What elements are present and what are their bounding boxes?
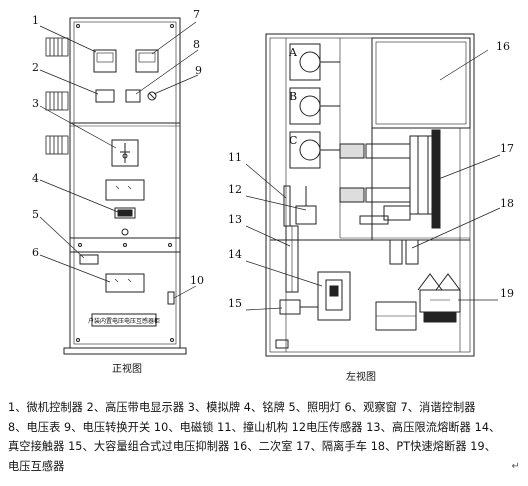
- callout-10: 10: [190, 274, 204, 287]
- callout-14: 14: [228, 248, 242, 261]
- legend-line-4-text: 电压互感器: [8, 459, 65, 473]
- legend-line-4: 电压互感器 ↵: [8, 457, 520, 477]
- legend: 1、微机控制器 2、高压带电显示器 3、模拟牌 4、铭牌 5、照明灯 6、观察窗…: [8, 398, 520, 476]
- front-rivet: [168, 243, 172, 247]
- front-cabinet-outline: [69, 17, 181, 349]
- front-rivet: [123, 243, 127, 247]
- callout-5: 5: [32, 208, 39, 221]
- secondary-compartment: [371, 37, 471, 129]
- callout-11: 11: [228, 151, 242, 164]
- side-callouts: 11 12 13 14 15 16 17 18 19: [228, 40, 514, 310]
- callout-15: 15: [228, 297, 242, 310]
- pt-fuse: [389, 239, 403, 265]
- callout-16: 16: [496, 40, 510, 53]
- mimic-board: [111, 139, 139, 167]
- harmonic-controller: [135, 49, 159, 73]
- phase-label-b: B: [289, 90, 297, 103]
- side-view-caption: 左视图: [346, 370, 376, 383]
- voltage-switch: [147, 91, 157, 101]
- electromagnetic-lock: [167, 291, 175, 305]
- callout-7: 7: [193, 8, 200, 21]
- callout-2: 2: [32, 61, 39, 74]
- lighting-lamp: [79, 254, 99, 265]
- phase-labels: A B C: [288, 46, 298, 147]
- phase-label-a: A: [288, 46, 298, 59]
- callout-19: 19: [500, 287, 514, 300]
- callout-8: 8: [193, 38, 200, 51]
- voltage-transformer: [417, 273, 461, 323]
- front-leader-lines: [39, 21, 199, 299]
- front-hinges: [45, 37, 69, 155]
- nameplate: [114, 207, 136, 219]
- observation-window-lower: [105, 273, 145, 293]
- callout-3: 3: [32, 97, 39, 110]
- observation-window-upper: [105, 179, 145, 201]
- voltmeter: [125, 89, 141, 103]
- callout-13: 13: [228, 213, 242, 226]
- callout-12: 12: [228, 183, 242, 196]
- callout-6: 6: [32, 246, 39, 259]
- live-indicator: [95, 89, 115, 103]
- legend-line-1: 1、微机控制器 2、高压带电显示器 3、模拟牌 4、铭牌 5、照明灯 6、观察窗…: [8, 401, 476, 414]
- isolation-trolley: [339, 129, 441, 229]
- side-view: [265, 33, 475, 357]
- callout-17: 17: [500, 142, 514, 155]
- front-callouts: 1 2 3 4 5 6 7 8 9 10: [32, 8, 204, 287]
- side-cabinet-outline: [265, 33, 475, 357]
- bottom-terminal: [275, 339, 289, 349]
- front-rivet: [78, 243, 82, 247]
- callout-18: 18: [500, 197, 514, 210]
- side-leader-lines: [245, 49, 501, 311]
- front-base: [63, 347, 187, 355]
- bottom-plate: [91, 313, 157, 327]
- legend-line-2: 8、电压表 9、电压转换开关 10、电磁锁 11、撞山机构 12电压传感器 13…: [8, 420, 501, 434]
- front-cabinet-inner: [73, 21, 177, 345]
- front-view: [45, 17, 187, 355]
- legend-end-mark: ↵: [511, 460, 520, 472]
- overvoltage-suppressor: [279, 299, 301, 315]
- phase-label-c: C: [289, 134, 297, 147]
- vacuum-contactor: [317, 271, 351, 321]
- callout-4: 4: [32, 172, 39, 185]
- legend-line-3: 真空接触器 15、大容量组合式过电压抑制器 16、二次室 17、隔离手车 18、…: [8, 440, 497, 453]
- front-view-caption: 正视图: [112, 362, 142, 375]
- switchgear-diagram: 1 2 3 4 5 6 7 8 9 10 户装内置电压电压互感器柜 正视图: [32, 8, 514, 383]
- callout-1: 1: [32, 14, 39, 27]
- callout-9: 9: [195, 64, 202, 77]
- front-plate-text: 户装内置电压电压互感器柜: [88, 317, 160, 325]
- micro-controller: [93, 49, 117, 73]
